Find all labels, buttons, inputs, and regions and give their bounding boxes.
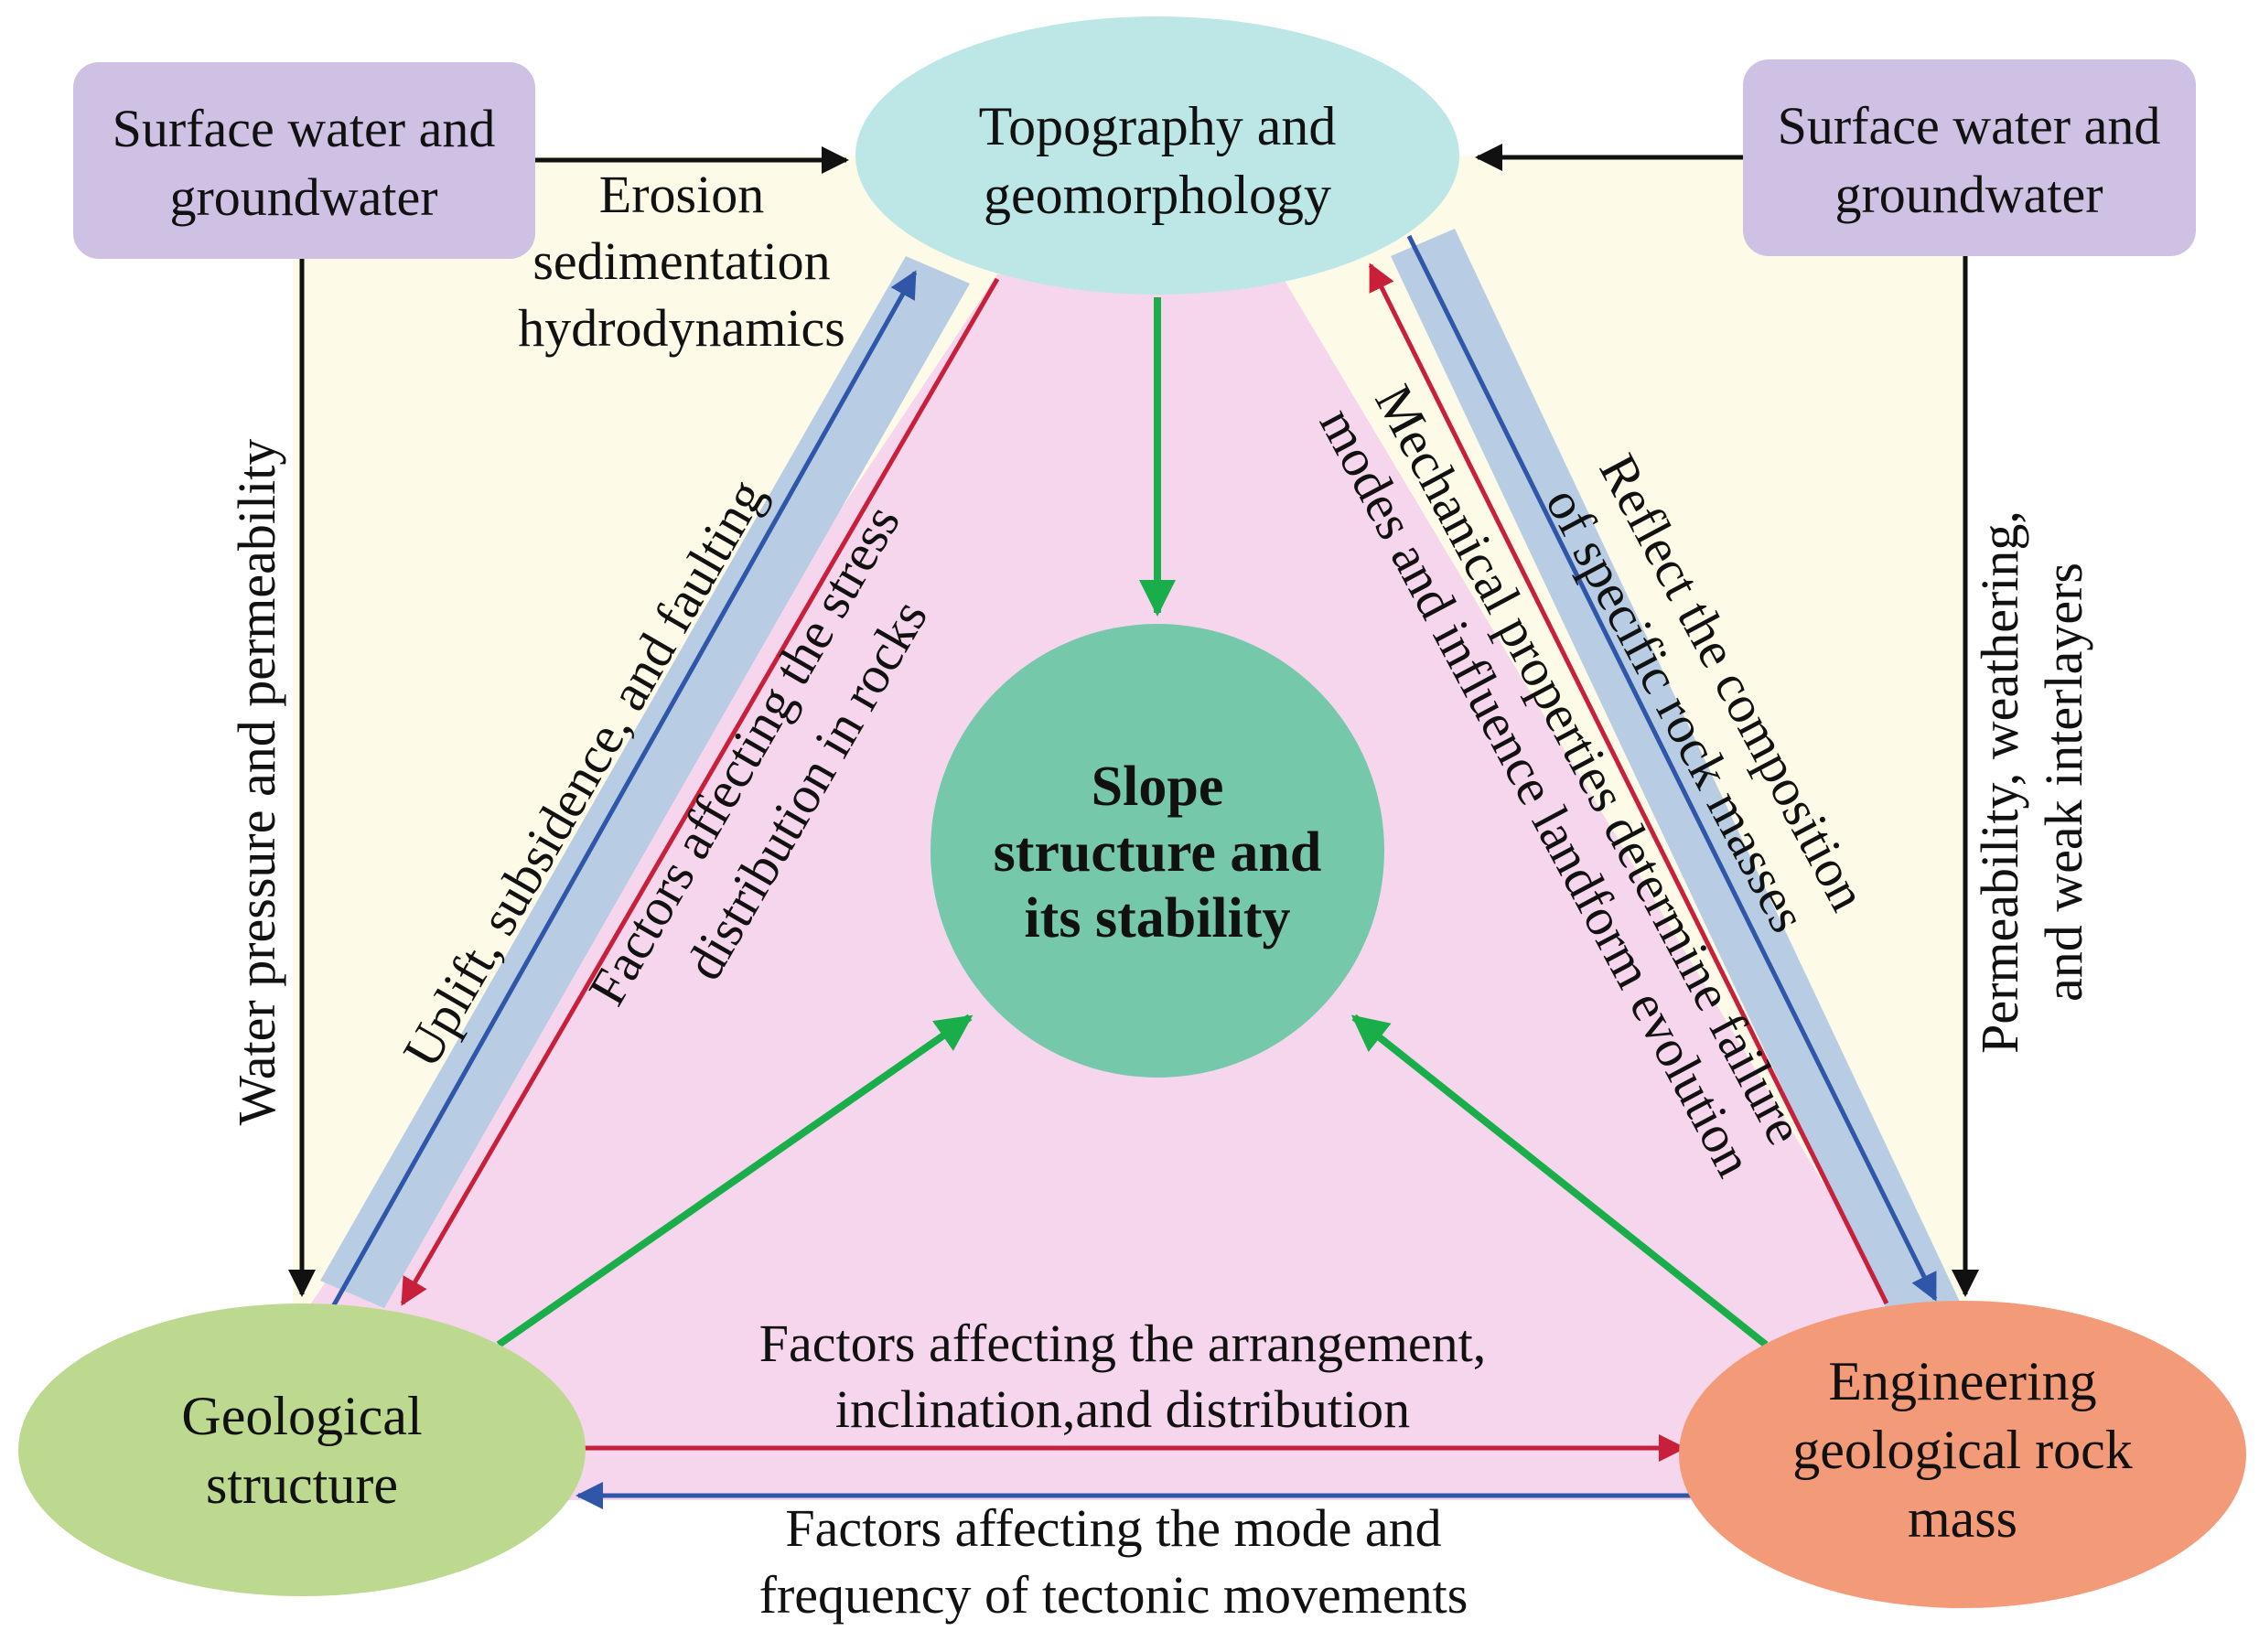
topography-node xyxy=(855,16,1459,295)
engineering-node xyxy=(1679,1301,2246,1608)
engineering-line3: mass xyxy=(1908,1488,2017,1549)
center-line3: its stability xyxy=(1024,887,1290,949)
permeability-label-2: and weak interlayers xyxy=(2034,563,2093,1002)
engineering-line1: Engineering xyxy=(1828,1351,2096,1411)
right-band xyxy=(1391,229,1967,1345)
engineering-line2: geological rock xyxy=(1792,1420,2133,1480)
center-line2: structure and xyxy=(994,821,1322,884)
water-box-left-line2: groundwater xyxy=(169,167,437,227)
erosion-label-3: hydrodynamics xyxy=(518,298,845,358)
water-box-right xyxy=(1743,59,2196,256)
water-box-left-line1: Surface water and xyxy=(113,99,496,158)
arrangement-label-2: inclination,and distribution xyxy=(835,1379,1410,1439)
erosion-label-2: sedimentation xyxy=(532,231,830,291)
tectonic-label-1: Factors affecting the mode and xyxy=(785,1498,1441,1558)
mechanical-arrow xyxy=(1368,263,1889,1305)
center-node xyxy=(930,624,1384,1078)
green-arrow-left xyxy=(496,1014,974,1348)
topography-line1: Topography and xyxy=(979,96,1337,156)
water-box-right-line2: groundwater xyxy=(1834,165,2103,224)
green-arrow-right xyxy=(1350,1014,1769,1348)
water-box-right-line1: Surface water and xyxy=(1778,96,2161,156)
center-line1: Slope xyxy=(1092,756,1224,818)
arrangement-label-1: Factors affecting the arrangement, xyxy=(759,1314,1486,1373)
tectonic-label-2: frequency of tectonic movements xyxy=(759,1565,1468,1625)
water-pressure-label: Water pressure and permeability xyxy=(227,439,286,1126)
reflect-arrow xyxy=(1406,234,1938,1302)
water-box-left xyxy=(73,62,535,259)
erosion-label-1: Erosion xyxy=(599,165,764,224)
uplift-arrow xyxy=(328,270,918,1312)
permeability-label-1: Permeability, weathering, xyxy=(1970,510,2029,1054)
topography-line2: geomorphology xyxy=(984,165,1331,225)
geological-node xyxy=(18,1303,586,1596)
geological-line1: Geological xyxy=(181,1386,422,1446)
stress-arrow xyxy=(400,277,1000,1306)
geological-line2: structure xyxy=(206,1454,398,1515)
